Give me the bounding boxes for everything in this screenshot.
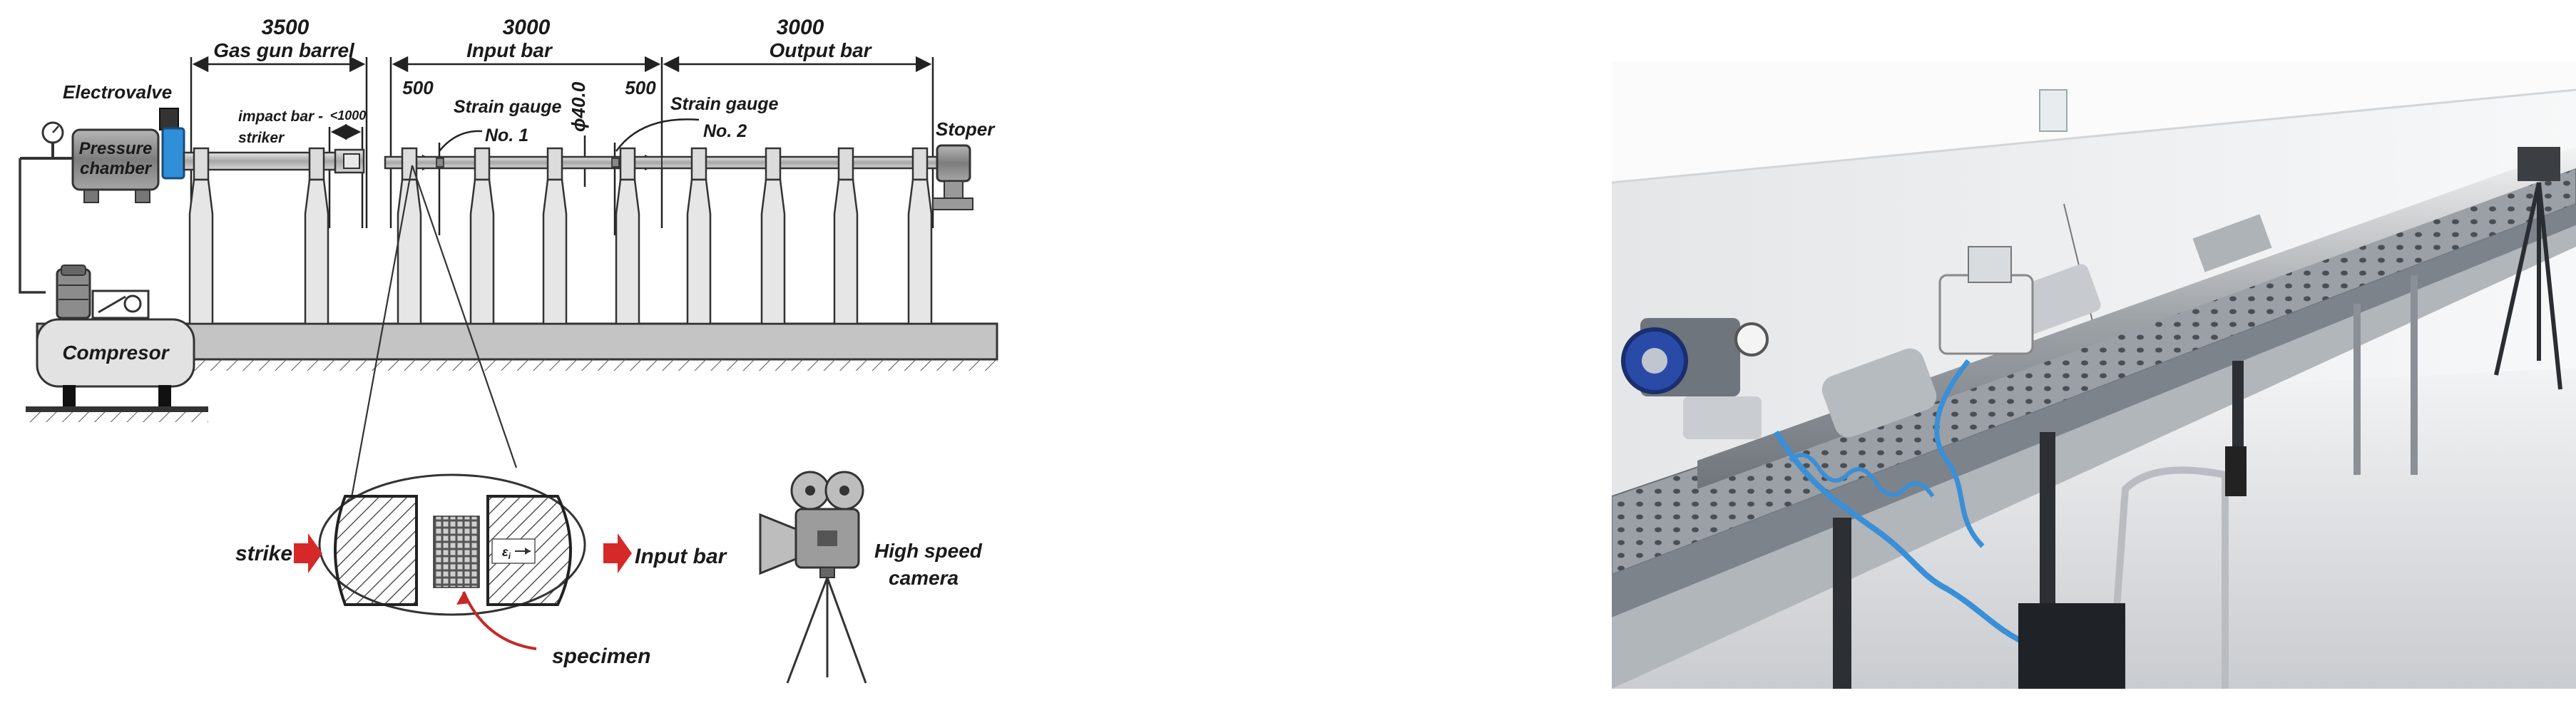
label-gauge-no2: No. 2 (703, 121, 747, 141)
dim-input-bar: 3000 (503, 16, 551, 39)
dim-diameter: ϕ40.0 (568, 81, 589, 132)
photo-ceiling (1612, 61, 2576, 183)
specimen-detail (318, 473, 586, 616)
dim-striker-gap: <1000 (330, 108, 367, 123)
photo-table-side (1612, 225, 2576, 689)
label-compresor: Compresor (62, 342, 170, 364)
bar-support (833, 147, 859, 325)
electrovalve-icon (159, 108, 185, 180)
label-impact-bar: impact bar - (238, 108, 323, 125)
strain-symbol: εi (502, 545, 511, 561)
zoom-lines (345, 165, 518, 525)
bar-support (397, 147, 422, 325)
gauge1-leader (439, 130, 483, 152)
label-gauge-no1: No. 1 (485, 125, 528, 145)
pressure-gauge-icon (20, 121, 73, 160)
bar-support (542, 147, 568, 325)
photo-hose (1773, 430, 2034, 649)
photo-floor (1612, 368, 2576, 689)
shpb-schematic: 3500 3000 3000 Gas gun barrel Input bar … (19, 16, 998, 684)
dim-gauge2-offset: 500 (625, 77, 656, 98)
dim-output-bar: 3000 (777, 16, 824, 39)
strain-subscript: i (508, 551, 511, 561)
camera-icon (759, 471, 867, 684)
label-strike: strike (235, 542, 292, 565)
dim-gauge1-offset: 500 (402, 77, 434, 98)
lab-photo (1612, 61, 2576, 689)
bar-support (188, 147, 214, 325)
label-output-bar: Output bar (769, 39, 872, 61)
pressure-chamber (71, 128, 160, 203)
gauge2-leader (615, 118, 700, 152)
label-specimen: specimen (552, 645, 650, 668)
bar-support (615, 147, 640, 325)
label-strain-gauge-2: Strain gauge (670, 94, 779, 114)
input-bar-arrow-icon (603, 533, 632, 573)
bar-supports (188, 147, 933, 325)
label-striker: striker (238, 130, 285, 146)
compressor-icon (26, 265, 208, 422)
label-gas-gun-barrel: Gas gun barrel (213, 39, 355, 61)
label-camera: camera (889, 567, 959, 589)
label-electrovalve: Electrovalve (63, 81, 172, 103)
bar-support (304, 147, 329, 325)
input-output-bars (384, 155, 939, 170)
bar-support (469, 147, 495, 325)
photo-gauge (1734, 322, 1769, 356)
base-rail (36, 322, 998, 371)
label-input-bar-arrow: Input bar (635, 545, 728, 568)
photo-gun-housing (1821, 348, 1937, 438)
bar-support (760, 147, 786, 325)
label-stoper: Stoper (936, 118, 996, 140)
photo-basket (2018, 603, 2125, 689)
air-line (19, 158, 46, 294)
dim-gas-gun: 3500 (262, 16, 310, 39)
specimen-pointer-head (456, 592, 471, 605)
stopper (932, 144, 973, 210)
photo-wall-box (2039, 89, 2068, 132)
bar-support (686, 147, 712, 325)
gas-gun-barrel (183, 148, 365, 174)
bar-support (907, 147, 933, 325)
label-strain-gauge-1: Strain gauge (454, 97, 562, 117)
label-pressure: Pressure (79, 139, 153, 158)
label-high-speed: High speed (874, 540, 983, 562)
label-chamber: chamber (80, 159, 153, 178)
photo-pneumatic-unit (1938, 274, 2034, 355)
strike-arrow-icon (294, 533, 322, 573)
label-input-bar: Input bar (466, 39, 553, 61)
photo-camera (2518, 147, 2560, 181)
